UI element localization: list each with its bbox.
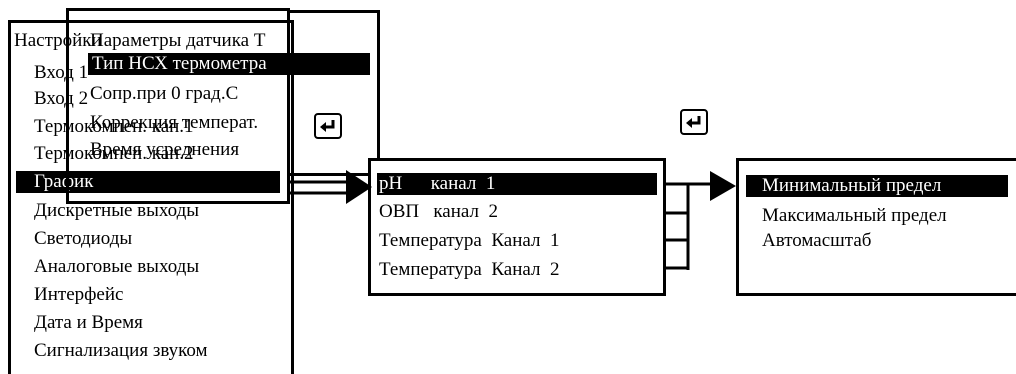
sensor-menu [66, 8, 290, 204]
main-menu-item[interactable]: Аналоговые выходы [34, 256, 200, 277]
channel-menu-item-selected[interactable]: pH канал 1 [377, 173, 657, 195]
limit-menu-item-selected[interactable]: Минимальный предел [746, 175, 1008, 197]
enter-key-icon[interactable] [680, 109, 708, 135]
arrow-right-icon [346, 170, 372, 204]
arrow-right-icon [710, 171, 736, 201]
sensor-menu-right-edge [290, 10, 380, 176]
main-menu-item-selected[interactable]: График [16, 171, 280, 193]
limit-menu-selected-label: Минимальный предел [762, 175, 942, 196]
sensor-menu-item[interactable]: Коррекция температ. [90, 112, 259, 133]
channel-menu-selected-label: pH канал 1 [379, 173, 496, 194]
sensor-menu-selected-label: Тип НСХ термометра [92, 53, 267, 74]
main-menu-selected-label: График [34, 171, 94, 192]
main-menu-item[interactable]: Термокомпен. кан.1 [34, 116, 194, 137]
main-menu-item[interactable]: Дискретные выходы [34, 200, 200, 221]
main-menu-title: Настройки [14, 30, 102, 51]
channel-menu-item[interactable]: Температура Канал 2 [379, 259, 560, 280]
main-menu-item[interactable]: Светодиоды [34, 228, 133, 249]
channel-menu-item[interactable]: Температура Канал 1 [379, 230, 560, 251]
main-menu-item[interactable]: Вход 2 [34, 88, 89, 109]
sensor-menu-item[interactable]: Сопр.при 0 град.С [90, 83, 239, 104]
limit-menu-item[interactable]: Автомасштаб [762, 230, 872, 251]
main-menu [8, 20, 294, 374]
sensor-menu-item-selected[interactable]: Тип НСХ термометра [88, 53, 370, 75]
enter-key-icon[interactable] [314, 113, 342, 139]
main-menu-item[interactable]: Вход 1 [34, 62, 89, 83]
main-menu-item[interactable]: Интерфейс [34, 284, 124, 305]
main-menu-item[interactable]: Сигнализация звуком [34, 340, 208, 361]
channel-menu-item[interactable]: ОВП канал 2 [379, 201, 498, 222]
main-menu-item[interactable]: Термокомпен. кан.2 [34, 143, 194, 164]
sensor-menu-item[interactable]: Время усреднения [90, 139, 240, 160]
main-menu-item[interactable]: Дата и Время [34, 312, 143, 333]
limit-menu-item[interactable]: Максимальный предел [762, 205, 947, 226]
sensor-menu-title: Параметры датчика Т [90, 30, 266, 51]
